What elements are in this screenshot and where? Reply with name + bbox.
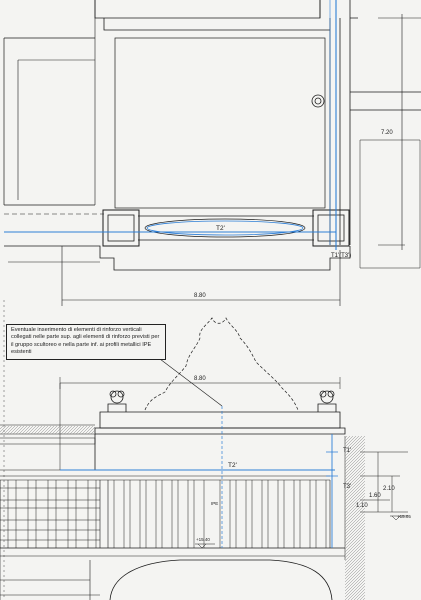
plan-beam-label: T2' [216, 225, 225, 232]
left-urn [107, 390, 127, 412]
elevation-reinforcement [60, 406, 338, 548]
cornice-hatch [0, 426, 95, 434]
plan-reinforcement [4, 0, 337, 250]
plan-tie-label: T1'(T3') [331, 253, 351, 259]
right-urn [317, 390, 337, 412]
wall-hatch [345, 436, 365, 600]
elevation-t1-label: T1' [343, 448, 351, 454]
ipe-label: IPE [211, 501, 218, 506]
elevation-t3-label: T3' [343, 484, 351, 490]
elevation-width-dimension: 8.80 [194, 376, 206, 382]
level-right: +15.05 [397, 514, 411, 519]
dimension-1-10: 1.10 [356, 503, 368, 509]
dimension-1-60: 1.60 [369, 493, 381, 499]
plan-width-dimension: 8.80 [194, 293, 206, 299]
balusters [7, 480, 327, 548]
plan-depth-dimension: 7.20 [381, 130, 393, 136]
reinforcement-note: Eventuale inserimento di elementi di rin… [6, 324, 166, 360]
level-base: +15.40 [196, 537, 210, 542]
elevation-beam-label: T2' [228, 462, 237, 469]
dimension-2-10: 2.10 [383, 486, 395, 492]
